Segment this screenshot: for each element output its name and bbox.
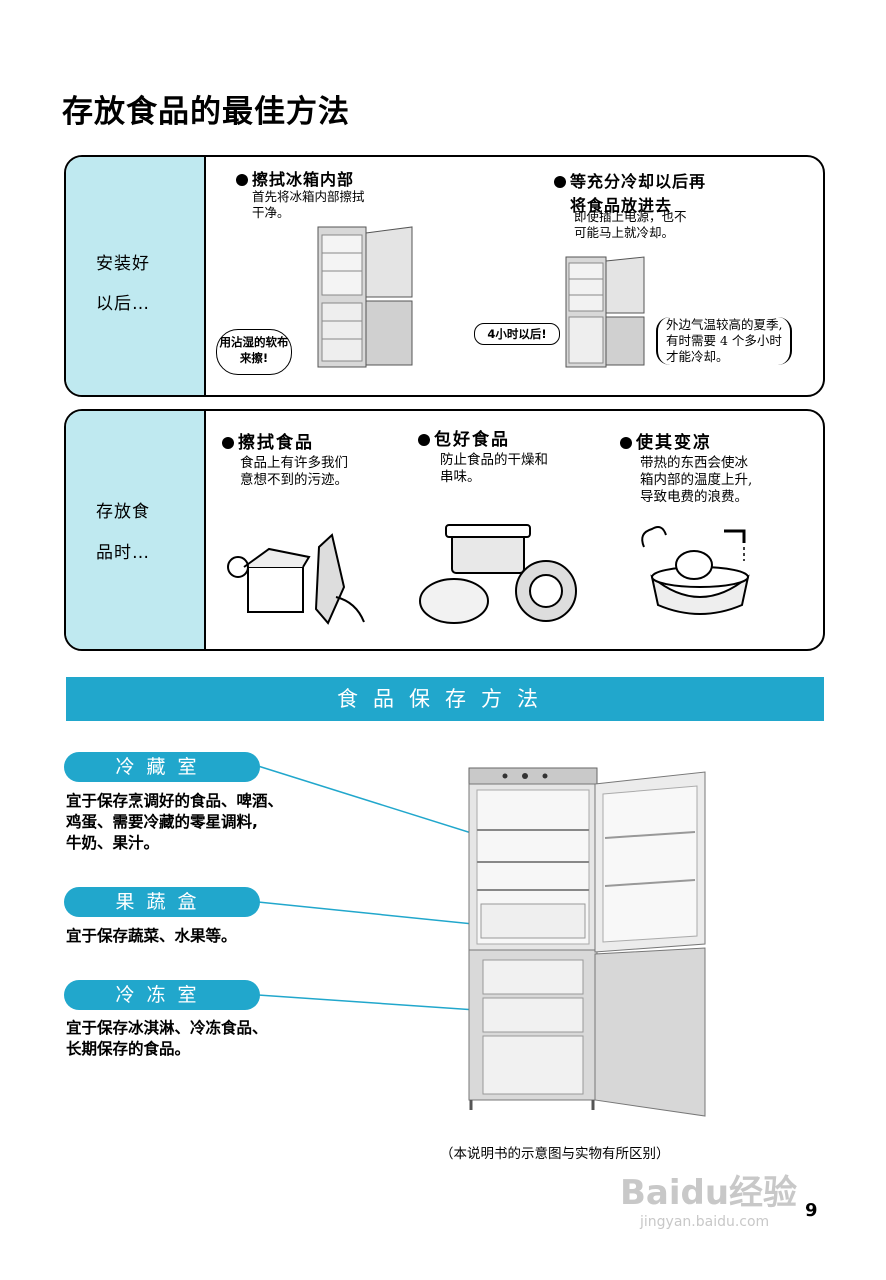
fridge-photo [468,767,706,1117]
label-crisper: 果蔬盒 [64,887,260,917]
side-label-line2: 以后… [96,294,150,314]
fridge-illustration [565,256,645,368]
food-storage-banner: 食品保存方法 [66,677,824,721]
item-body: 首先将冰箱内部擦拭干净。 [252,189,365,220]
side-label-line1: 安装好 [96,254,150,274]
section-storing-food: 存放食 品时… 擦拭食品 食品上有许多我们意想不到的污迹。 包好食品 防止食品的… [64,409,825,651]
tip-cool-food: 使其变凉 带热的东西会使冰箱内部的温度上升,导致电费的浪费。 [620,428,752,506]
section-side-label: 存放食 品时… [66,411,206,649]
label-refrigerator: 冷藏室 [64,752,260,782]
side-label-line2: 品时… [96,543,150,563]
bullet-icon [554,176,566,188]
bullet-icon [236,174,248,186]
label-freezer: 冷冻室 [64,980,260,1010]
item-body: 即使插上电源，也不可能马上就冷却。 [574,209,687,240]
bullet-icon [418,434,430,446]
baidu-watermark: Baidu经验 [620,1173,798,1213]
tip-wipe-food: 擦拭食品 食品上有许多我们意想不到的污迹。 [222,428,348,489]
speech-bubble: 用沾湿的软布来擦! [216,329,292,375]
item-heading: 等充分冷却以后再 将食品放进去 [554,168,706,216]
open-fridge-illustration [317,226,413,368]
refrigerator-description: 宜于保存烹调好的食品、啤酒、鸡蛋、需要冷藏的零星调料,牛奶、果汁。 [66,792,284,852]
speech-bubble: 4小时以后! [474,323,560,345]
page-title: 存放食品的最佳方法 [62,94,350,130]
wrap-food-illustration [419,524,577,624]
freezer-description: 宜于保存冰淇淋、冷冻食品、长期保存的食品。 [66,1019,268,1058]
footnote: （本说明书的示意图与实物有所区别） [440,1146,670,1162]
section-after-install: 安装好 以后… 擦拭冰箱内部 首先将冰箱内部擦拭干净。 用沾湿的软布来擦! 等充… [64,155,825,397]
side-label-line1: 存放食 [96,502,150,522]
cool-food-illustration [641,526,750,615]
section-side-label: 安装好 以后… [66,157,206,395]
crisper-description: 宜于保存蔬菜、水果等。 [66,927,237,945]
bullet-icon [620,437,632,449]
wipe-food-illustration [227,533,365,625]
note-bracket: 外边气温较高的夏季,有时需要 4 个多小时才能冷却。 [656,317,793,365]
item-heading: 擦拭冰箱内部 [236,166,354,190]
watermark-url: jingyan.baidu.com [640,1214,770,1230]
bullet-icon [222,437,234,449]
page-number: 9 [805,1200,818,1221]
tip-wrap-food: 包好食品 防止食品的干燥和串味。 [418,425,548,486]
